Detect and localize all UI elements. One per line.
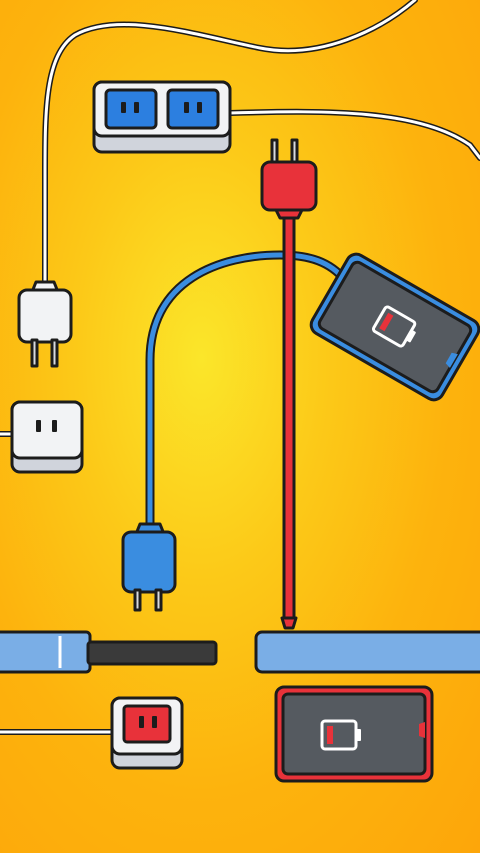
power-strip	[92, 80, 232, 154]
left-shelf	[0, 630, 92, 674]
power-strip-socket-left[interactable]	[104, 88, 158, 130]
battery-low-icon	[320, 719, 361, 751]
dark-rod[interactable]	[86, 640, 218, 666]
power-strip-cable-core	[228, 110, 480, 160]
red-cable-overlap	[284, 246, 294, 266]
white-socket[interactable]	[10, 400, 84, 474]
red-plug[interactable]	[260, 138, 318, 220]
blue-cable-core	[147, 252, 348, 533]
red-cable[interactable]	[280, 212, 298, 630]
power-strip-socket-right[interactable]	[166, 88, 220, 130]
blue-plug[interactable]	[121, 522, 177, 612]
battery-low-icon	[372, 305, 417, 348]
blue-phone[interactable]	[308, 251, 480, 404]
white-cable-top-core	[43, 0, 417, 290]
right-shelf	[254, 630, 480, 674]
red-socket[interactable]	[110, 696, 184, 770]
white-plug[interactable]	[17, 280, 73, 368]
power-strip-cable	[227, 108, 480, 161]
red-phone[interactable]	[274, 685, 434, 783]
blue-cable[interactable]	[145, 250, 350, 535]
